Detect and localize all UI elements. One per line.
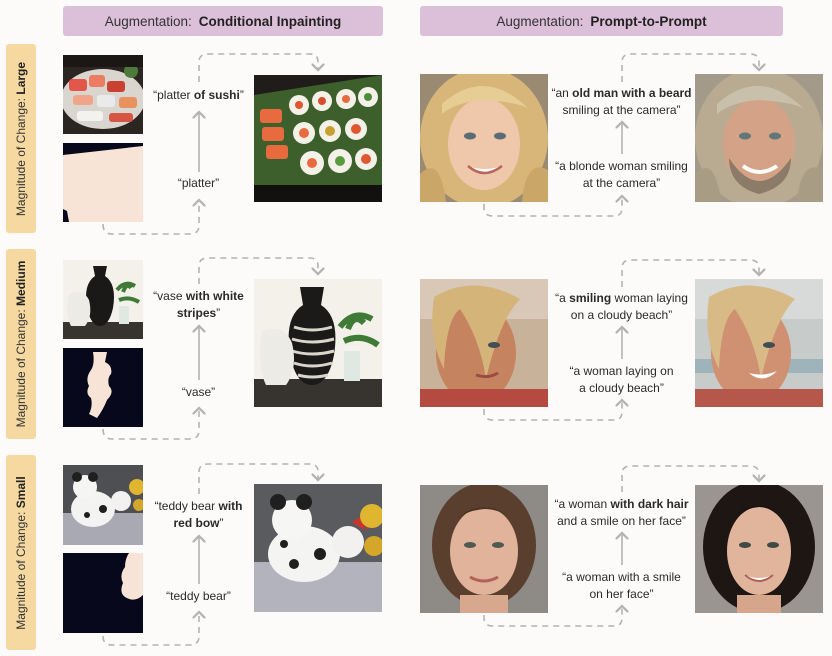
magnitude-label-large: Magnitude of Change: Large bbox=[6, 44, 36, 233]
prompt-line: at the camera” bbox=[582, 176, 661, 190]
prompt-line: on her face” bbox=[589, 587, 654, 601]
old-man-result-image bbox=[695, 74, 823, 202]
magnitude-value: Large bbox=[14, 61, 28, 95]
prompt-line: “an old man with a beard bbox=[548, 85, 695, 102]
prompt-tail: woman laying bbox=[611, 291, 688, 305]
prompt-bold: smiling bbox=[569, 291, 612, 305]
vase-result-image bbox=[254, 279, 382, 407]
p2p-source-prompt: “a woman laying on a cloudy beach” bbox=[548, 363, 695, 397]
magnitude-prefix: Magnitude of Change: bbox=[14, 309, 28, 428]
teddy-bear-source-image bbox=[63, 465, 143, 545]
prompt-line: smiling at the camera” bbox=[548, 102, 695, 119]
inpaint-source-prompt: “vase” bbox=[181, 385, 216, 399]
platter-mask-image bbox=[63, 143, 143, 222]
prompt-bold: stripes bbox=[176, 306, 217, 320]
prompt-line: red bow” bbox=[143, 515, 254, 532]
prompt-line: “platter of sushi” bbox=[143, 87, 254, 104]
prompt-line: “a woman with a smile bbox=[562, 570, 681, 584]
prompt-bold: with white bbox=[185, 289, 244, 303]
prompt-plain: “a woman bbox=[554, 497, 611, 511]
inpaint-target-prompt: “platter of sushi” bbox=[143, 87, 254, 104]
magnitude-prefix: Magnitude of Change: bbox=[14, 97, 28, 216]
prompt-bold: old man with a beard bbox=[572, 86, 692, 100]
prompt-line: “vase with white bbox=[143, 288, 254, 305]
p2p-target-prompt: “a woman with dark hair and a smile on h… bbox=[548, 496, 695, 530]
inpaint-source-prompt: “teddy bear” bbox=[166, 589, 231, 603]
prompt-bold: of sushi bbox=[193, 88, 240, 102]
inpaint-source-prompt: “platter” bbox=[177, 176, 220, 190]
p2p-target-prompt: “an old man with a beard smiling at the … bbox=[548, 85, 695, 119]
beach-woman-source-image bbox=[420, 279, 548, 407]
header-name: Conditional Inpainting bbox=[198, 13, 342, 29]
inpaint-target-prompt: “vase with white stripes” bbox=[143, 288, 254, 322]
blonde-woman-source-image bbox=[420, 74, 548, 202]
prompt-plain: “vase bbox=[153, 289, 186, 303]
prompt-tail: ” bbox=[219, 516, 224, 530]
prompt-line: and a smile on her face” bbox=[548, 513, 695, 530]
prompt-line: stripes” bbox=[143, 305, 254, 322]
header-prompt-to-prompt: Augmentation: Prompt-to-Prompt bbox=[420, 6, 783, 36]
prompt-plain: and a smile on her face” bbox=[557, 514, 686, 528]
prompt-plain: smiling at the camera” bbox=[562, 103, 681, 117]
prompt-plain: “a bbox=[555, 291, 570, 305]
p2p-source-prompt: “a blonde woman smiling at the camera” bbox=[548, 158, 695, 192]
magnitude-prefix: Magnitude of Change: bbox=[14, 511, 28, 630]
p2p-source-prompt: “a woman with a smile on her face” bbox=[548, 569, 695, 603]
vase-source-image bbox=[63, 260, 143, 339]
prompt-plain: “platter bbox=[153, 88, 194, 102]
prompt-line: “a smiling woman laying bbox=[548, 290, 695, 307]
prompt-line: “a woman with dark hair bbox=[548, 496, 695, 513]
prompt-line: “a woman laying on bbox=[569, 364, 674, 378]
prompt-line: “a blonde woman smiling bbox=[555, 159, 688, 173]
dark-hair-result-image bbox=[695, 485, 823, 613]
header-prefix: Augmentation: bbox=[104, 13, 192, 29]
woman-smile-source-image bbox=[420, 485, 548, 613]
magnitude-label-medium: Magnitude of Change: Medium bbox=[6, 249, 36, 439]
header-conditional-inpainting: Augmentation: Conditional Inpainting bbox=[63, 6, 383, 36]
header-prefix: Augmentation: bbox=[496, 13, 584, 29]
prompt-plain: “an bbox=[551, 86, 573, 100]
sushi-source-image bbox=[63, 55, 143, 134]
prompt-tail: ” bbox=[239, 88, 244, 102]
prompt-bold: with dark hair bbox=[610, 497, 689, 511]
prompt-tail: ” bbox=[216, 306, 221, 320]
smiling-beach-woman-result-image bbox=[695, 279, 823, 407]
prompt-bold: with bbox=[218, 499, 243, 513]
inpaint-target-prompt: “teddy bear with red bow” bbox=[143, 498, 254, 532]
magnitude-label-small: Magnitude of Change: Small bbox=[6, 455, 36, 650]
prompt-plain: on a cloudy beach” bbox=[570, 308, 673, 322]
prompt-line: a cloudy beach” bbox=[579, 381, 664, 395]
vase-mask-image bbox=[63, 348, 143, 427]
prompt-line: on a cloudy beach” bbox=[548, 307, 695, 324]
p2p-target-prompt: “a smiling woman laying on a cloudy beac… bbox=[548, 290, 695, 324]
prompt-plain: “teddy bear bbox=[154, 499, 219, 513]
prompt-line: “teddy bear with bbox=[143, 498, 254, 515]
prompt-bold: red bow bbox=[173, 516, 220, 530]
sushi-result-image bbox=[254, 75, 382, 202]
teddy-bear-mask-image bbox=[63, 553, 143, 633]
header-name: Prompt-to-Prompt bbox=[590, 13, 707, 29]
magnitude-value: Small bbox=[14, 475, 28, 508]
magnitude-value: Medium bbox=[14, 260, 28, 306]
teddy-bear-result-image bbox=[254, 484, 382, 612]
